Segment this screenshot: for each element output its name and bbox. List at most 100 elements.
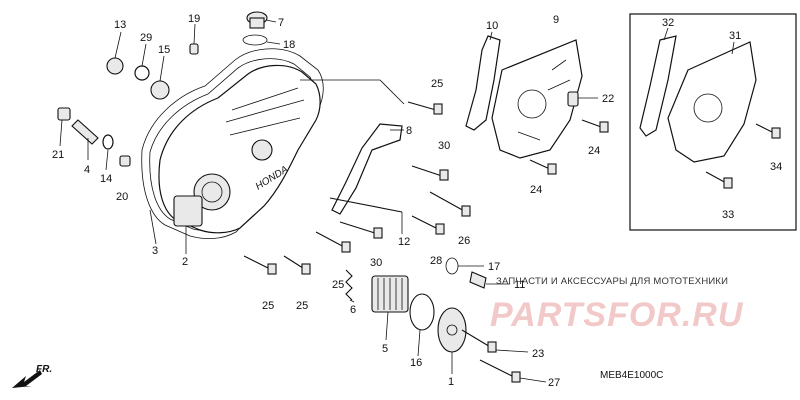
callout-10: 10 [486, 20, 498, 32]
leader-29 [141, 43, 147, 67]
callout-24b: 24 [530, 184, 542, 196]
callout-7: 7 [278, 17, 284, 29]
cover-bore [193, 173, 231, 211]
callout-23: 23 [532, 348, 544, 360]
bolt-23 [461, 329, 493, 349]
o-ring-16 [409, 293, 435, 331]
leader-23 [495, 349, 529, 353]
bolt-27-head [511, 371, 521, 383]
dowel-20 [119, 155, 131, 167]
callout-9: 9 [553, 14, 559, 26]
bolts [243, 91, 781, 383]
bolt-34-head [771, 127, 781, 139]
leader-14 [105, 149, 109, 171]
callout-25d: 25 [296, 300, 308, 312]
callout-15: 15 [158, 44, 170, 56]
callout-1: 1 [448, 376, 454, 388]
bolt-30-b [339, 221, 379, 235]
seal-13 [106, 57, 124, 75]
bolt-24-a-head [599, 121, 609, 133]
callout-13: 13 [114, 19, 126, 31]
bolt-23-head [487, 341, 497, 353]
callout-labels: 13 29 15 19 7 18 10 9 32 31 25 22 8 24 3… [52, 13, 782, 389]
bolt-30-a-head [439, 169, 449, 181]
callout-8: 8 [406, 125, 412, 137]
callout-27: 27 [548, 377, 560, 389]
callout-25a: 25 [431, 78, 443, 90]
leader-16 [417, 329, 421, 357]
inset-cover-31 [667, 41, 757, 163]
leader-3 [149, 209, 157, 245]
sprocket-cover-9 [491, 39, 583, 159]
leader-30-top [300, 79, 405, 105]
bolt-11 [469, 271, 487, 289]
callout-6: 6 [350, 304, 356, 316]
plate-10 [465, 35, 501, 131]
front-arrow-icon: FR. [12, 364, 52, 388]
bolt-28-head [435, 223, 445, 235]
bolt-27 [479, 359, 517, 379]
watermark-brand: PARTSFOR.RU [490, 296, 744, 334]
cover-rib [225, 87, 305, 136]
leader-27 [519, 377, 547, 383]
callout-18: 18 [283, 39, 295, 51]
seal-29 [134, 65, 150, 81]
leader-10 [489, 31, 493, 41]
filter-cover-center [446, 324, 458, 336]
callout-20: 20 [116, 191, 128, 203]
sprocket-cover-hole [517, 89, 547, 119]
callout-34: 34 [770, 161, 782, 173]
callout-32: 32 [662, 17, 674, 29]
leader-31 [731, 41, 735, 55]
leader-6 [349, 299, 355, 303]
callout-28: 28 [430, 255, 442, 267]
callout-31: 31 [729, 30, 741, 42]
callout-4: 4 [84, 164, 90, 176]
bolt-28 [411, 215, 441, 231]
leader-7 [265, 19, 277, 23]
leader-5 [385, 311, 389, 341]
callout-12: 12 [398, 236, 410, 248]
callout-29: 29 [140, 32, 152, 44]
leader-18 [266, 41, 281, 45]
plug-4 [71, 119, 99, 145]
cover-bore-inner [201, 181, 223, 203]
callout-24a: 24 [588, 145, 600, 157]
leader-21 [59, 119, 63, 147]
diagram-code: MEB4E1000C [600, 370, 664, 381]
callout-11: 11 [514, 279, 525, 291]
bolt-26 [429, 191, 467, 213]
bolt-25-upper-head [433, 103, 443, 115]
callout-21: 21 [52, 149, 64, 161]
callout-22: 22 [602, 93, 614, 105]
callout-30b: 30 [370, 257, 382, 269]
front-label: FR. [36, 364, 52, 375]
callout-25b: 25 [332, 279, 344, 291]
leader-13 [114, 31, 122, 59]
callout-2: 2 [182, 256, 188, 268]
front-arrow-shape [12, 370, 42, 388]
bolt-33-head [723, 177, 733, 189]
leader-lines [59, 19, 735, 383]
bolt-25-right-head [301, 263, 311, 275]
spring-6 [345, 269, 353, 301]
callout-14: 14 [100, 173, 112, 185]
callout-30a: 30 [438, 140, 450, 152]
bolt-26-head [461, 205, 471, 217]
watermark-subtitle: ЗАПЧАСТИ И АКСЕССУАРЫ ДЛЯ МОТОТЕХНИКИ [496, 276, 729, 287]
filler-o-ring [242, 34, 268, 46]
cover-boss-upper [251, 139, 273, 161]
bolt-30-b-head [373, 227, 383, 239]
dowel-19 [189, 43, 199, 55]
bolt-25-mid-head [341, 241, 351, 253]
cover-flange [173, 195, 203, 227]
inset-cover-hole [693, 93, 723, 123]
callout-25c: 25 [262, 300, 274, 312]
washer-14 [102, 134, 114, 150]
bolt-25-left-head [267, 263, 277, 275]
leader-32 [663, 27, 669, 41]
bolt-21 [57, 107, 71, 121]
bolt-25-mid [315, 231, 347, 249]
bolt-12 [329, 197, 403, 213]
